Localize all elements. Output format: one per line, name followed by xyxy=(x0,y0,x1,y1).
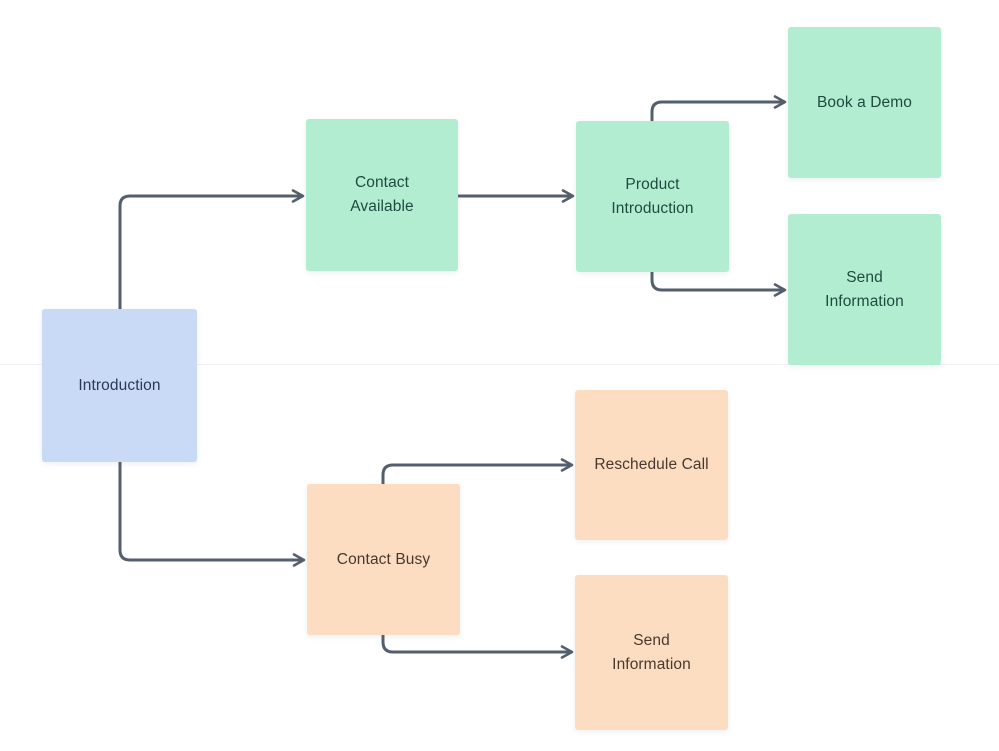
edge-contact-busy-to-send-information-bottom[interactable] xyxy=(381,635,574,659)
edge-product-introduction-to-book-a-demo[interactable] xyxy=(650,95,787,121)
edge-introduction-to-contact-busy[interactable] xyxy=(118,462,306,567)
edge-contact-busy-to-reschedule-call[interactable] xyxy=(381,458,574,484)
node-contact-available[interactable]: Contact Available xyxy=(306,119,458,271)
node-introduction[interactable]: Introduction xyxy=(42,309,197,462)
node-product-introduction[interactable]: Product Introduction xyxy=(576,121,729,272)
node-reschedule-call[interactable]: Reschedule Call xyxy=(575,390,728,540)
node-product-introduction-label: Product Introduction xyxy=(611,175,694,217)
node-book-a-demo[interactable]: Book a Demo xyxy=(788,27,941,178)
node-reschedule-call-label: Reschedule Call xyxy=(594,456,709,473)
edge-introduction-to-contact-available[interactable] xyxy=(118,189,305,309)
node-send-information-top-label: Send Information xyxy=(825,268,904,310)
node-book-a-demo-label: Book a Demo xyxy=(816,93,912,111)
edge-product-introduction-to-send-information-top[interactable] xyxy=(650,272,787,297)
node-send-information-bottom[interactable]: Send Information xyxy=(575,575,728,730)
node-contact-busy-label: Contact Busy xyxy=(336,550,431,568)
node-introduction-label: Introduction xyxy=(78,376,161,394)
canvas-guide-line xyxy=(0,364,999,365)
node-send-information-bottom-label: Send Information xyxy=(612,631,691,673)
node-contact-available-label: Contact Available xyxy=(350,174,414,215)
node-contact-busy[interactable]: Contact Busy xyxy=(307,484,460,635)
node-send-information-top[interactable]: Send Information xyxy=(788,214,941,365)
